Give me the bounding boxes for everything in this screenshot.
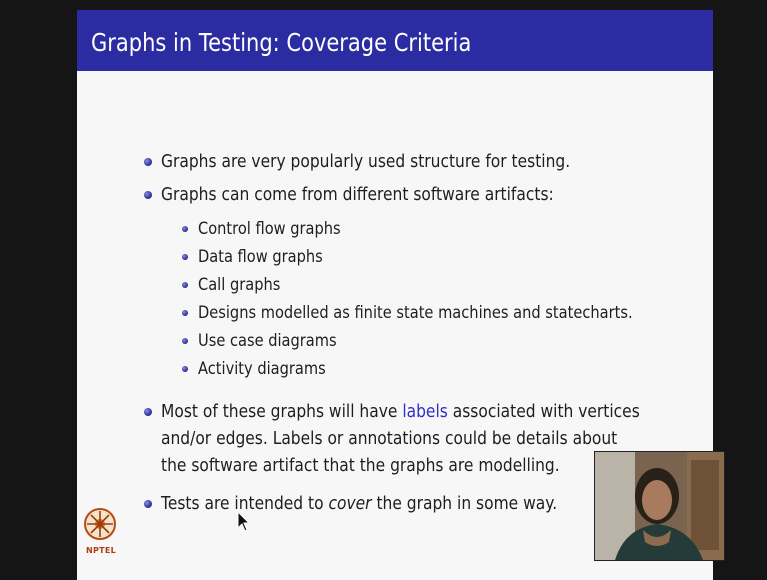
sub-bullet-item: Activity diagrams xyxy=(198,356,347,382)
bullet-text-part: Tests are intended to xyxy=(161,493,329,514)
bullet-continuation: and/or edges. Labels or annotations coul… xyxy=(161,426,692,452)
sub-bullet-icon xyxy=(182,366,188,372)
slide-title: Graphs in Testing: Coverage Criteria xyxy=(91,28,472,57)
bullet-icon xyxy=(144,191,152,199)
title-bar: Graphs in Testing: Coverage Criteria xyxy=(77,10,713,71)
nptel-logo-icon xyxy=(84,508,116,540)
nptel-logo: NPTEL xyxy=(83,504,117,562)
mouse-pointer-icon xyxy=(237,511,251,532)
logo-text: NPTEL xyxy=(85,546,117,555)
sub-bullet-text: Control flow graphs xyxy=(198,219,341,239)
presenter-video-frame xyxy=(595,452,724,560)
bullet-text: Graphs are very popularly used structure… xyxy=(161,151,571,172)
sub-bullet-text: Data flow graphs xyxy=(198,247,323,267)
bullet-text: and/or edges. Labels or annotations coul… xyxy=(161,428,618,449)
sub-bullet-text: Use case diagrams xyxy=(198,331,337,351)
sub-bullet-icon xyxy=(182,254,188,260)
bullet-icon xyxy=(144,408,152,416)
slide-content: Graphs are very popularly used structure… xyxy=(77,10,713,580)
bullet-continuation: the software artifact that the graphs ar… xyxy=(161,453,625,479)
sub-bullet-icon xyxy=(182,282,188,288)
bullet-icon xyxy=(144,158,152,166)
bullet-text-part: Most of these graphs will have xyxy=(161,401,403,422)
bullet-item: Graphs can come from different software … xyxy=(161,182,618,208)
bullet-text: Tests are intended to cover the graph in… xyxy=(161,491,557,517)
highlight-term: labels xyxy=(402,401,448,422)
sub-bullet-item: Designs modelled as finite state machine… xyxy=(198,300,703,326)
sub-bullet-item: Control flow graphs xyxy=(198,216,364,242)
sub-bullet-text: Activity diagrams xyxy=(198,359,326,379)
sub-bullet-icon xyxy=(182,226,188,232)
sub-bullet-text: Call graphs xyxy=(198,275,281,295)
bullet-text: the software artifact that the graphs ar… xyxy=(161,455,560,476)
bullet-item: Tests are intended to cover the graph in… xyxy=(161,491,622,517)
sub-bullet-item: Use case diagrams xyxy=(198,328,359,354)
sub-bullet-item: Data flow graphs xyxy=(198,244,343,270)
slide: Graphs in Testing: Coverage Criteria Gra… xyxy=(77,10,713,580)
emphasis-term: cover xyxy=(328,493,372,514)
bullet-text-part: associated with vertices xyxy=(447,401,640,422)
bullet-text: Most of these graphs will have labels as… xyxy=(161,399,640,425)
presenter-webcam xyxy=(594,451,725,561)
sub-bullet-icon xyxy=(182,338,188,344)
bullet-item: Graphs are very popularly used structure… xyxy=(161,149,637,175)
bullet-text-part: the graph in some way. xyxy=(371,493,558,514)
sub-bullet-icon xyxy=(182,310,188,316)
bullet-item: Most of these graphs will have labels as… xyxy=(161,399,713,425)
bullet-text: Graphs can come from different software … xyxy=(161,184,554,205)
bullet-icon xyxy=(144,500,152,508)
sub-bullet-item: Call graphs xyxy=(198,272,294,298)
sub-bullet-text: Designs modelled as finite state machine… xyxy=(198,303,633,323)
